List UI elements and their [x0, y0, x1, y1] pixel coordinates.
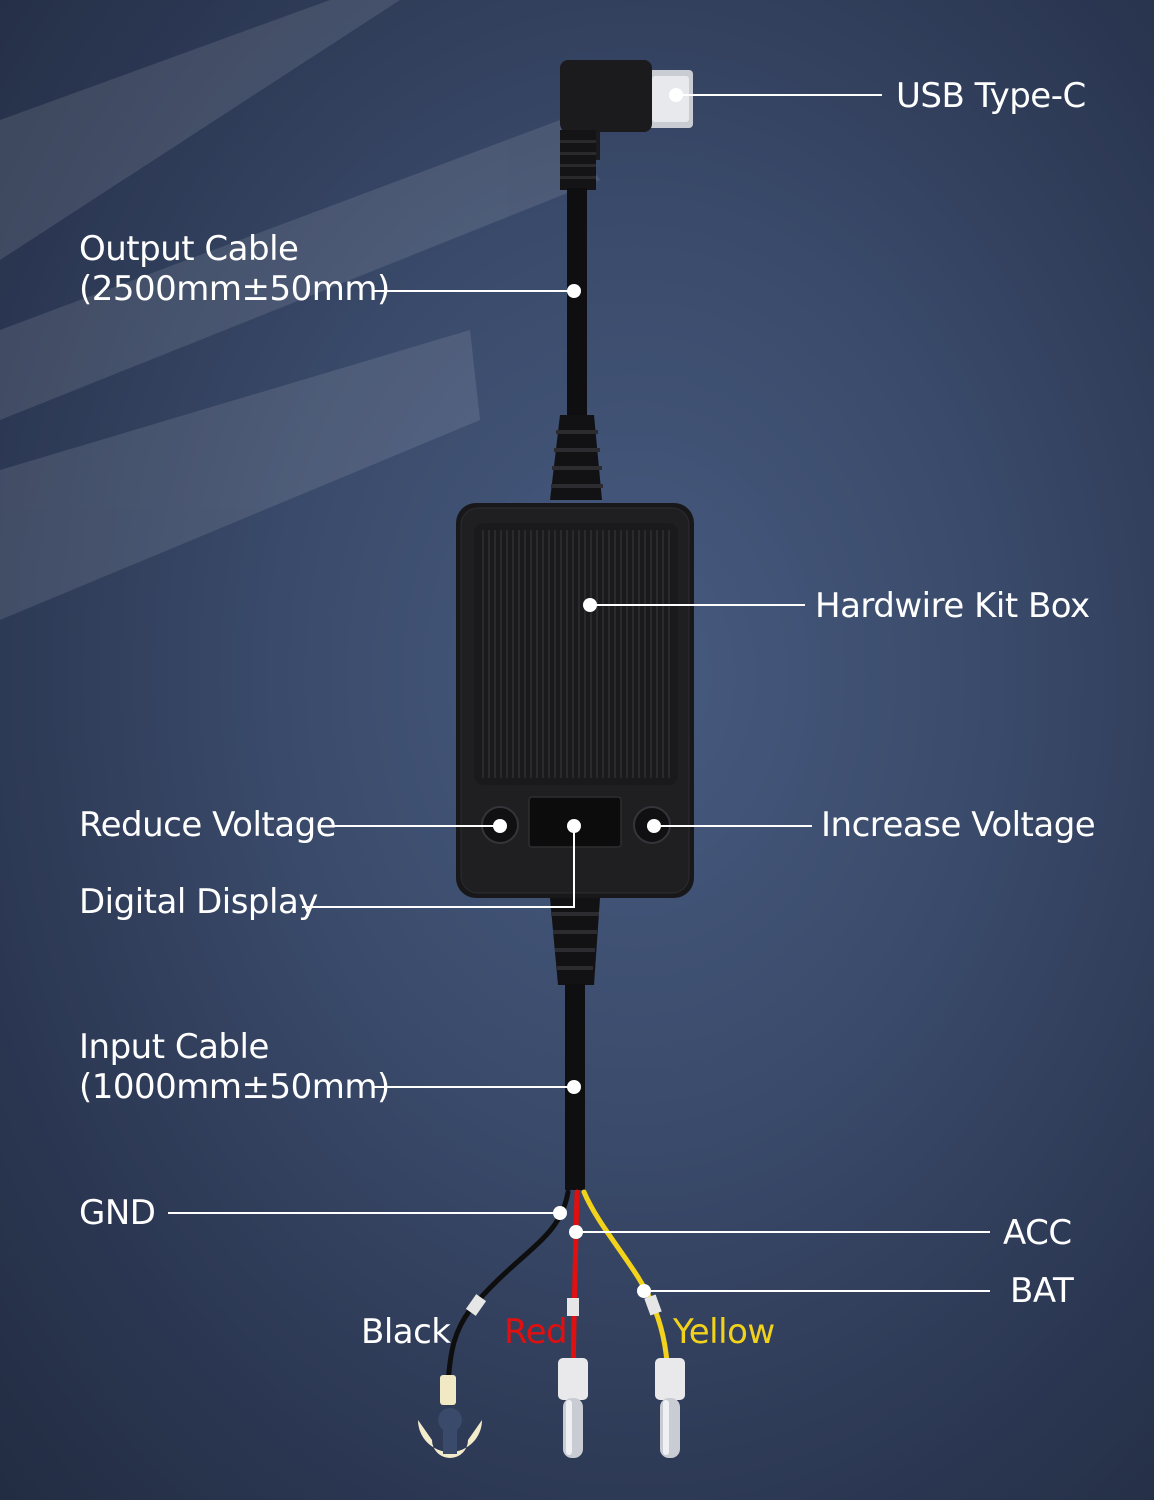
box-rib — [590, 530, 592, 778]
box-rib — [614, 530, 616, 778]
box-rib — [542, 530, 544, 778]
box-rib — [488, 530, 490, 778]
box-rib — [530, 530, 532, 778]
label-usb-type-c: USB Type-C — [896, 76, 1086, 116]
usb-type-c-connector — [560, 60, 693, 190]
label-acc: ACC — [1003, 1213, 1072, 1253]
background-light-reflection — [0, 0, 600, 620]
box-rib — [608, 530, 610, 778]
wire-markers — [465, 1294, 662, 1316]
box-rib — [566, 530, 568, 778]
box-rib — [644, 530, 646, 778]
box-rib — [662, 530, 664, 778]
label-input-cable-line1: Input Cable — [79, 1027, 269, 1067]
box-rib — [518, 530, 520, 778]
split-wires — [445, 1189, 671, 1388]
leader-lines — [168, 94, 990, 1292]
box-rib — [560, 530, 562, 778]
label-output-cable-line1: Output Cable — [79, 229, 299, 269]
fork-terminal — [418, 1375, 482, 1458]
box-rib — [572, 530, 574, 778]
yellow-wire — [581, 1189, 671, 1388]
box-rib — [638, 530, 640, 778]
box-rib — [494, 530, 496, 778]
label-gnd: GND — [79, 1193, 156, 1233]
box-rib — [500, 530, 502, 778]
box-rib — [584, 530, 586, 778]
box-rib — [578, 530, 580, 778]
box-rib — [506, 530, 508, 778]
box-rib — [554, 530, 556, 778]
label-output-cable-line2: (2500mm±50mm) — [79, 269, 390, 309]
box-rib — [596, 530, 598, 778]
label-input-cable-line2: (1000mm±50mm) — [79, 1067, 390, 1107]
label-hardwire-kit-box: Hardwire Kit Box — [815, 586, 1090, 626]
label-increase-voltage: Increase Voltage — [821, 805, 1096, 845]
bullet-terminal-red — [558, 1358, 588, 1458]
box-rib — [650, 530, 652, 778]
label-digital-display: Digital Display — [79, 882, 318, 922]
box-rib — [620, 530, 622, 778]
box-rib — [656, 530, 658, 778]
label-reduce-voltage: Reduce Voltage — [79, 805, 337, 845]
label-bat: BAT — [1010, 1271, 1074, 1311]
black-wire — [445, 1189, 571, 1388]
box-rib — [536, 530, 538, 778]
hardwire-kit-box — [456, 503, 694, 898]
output-cable — [567, 188, 587, 420]
leader-dots — [493, 88, 683, 1298]
red-wire — [570, 1189, 580, 1388]
box-rib — [548, 530, 550, 778]
box-rib — [632, 530, 634, 778]
label-wire-black: Black — [361, 1312, 451, 1352]
box-rib — [524, 530, 526, 778]
box-rib — [482, 530, 484, 778]
lower-strain-relief — [550, 898, 600, 985]
label-wire-red: Red — [504, 1312, 568, 1352]
upper-strain-relief — [550, 415, 603, 500]
bullet-terminal-yellow — [655, 1358, 685, 1458]
box-rib — [512, 530, 514, 778]
box-rib — [626, 530, 628, 778]
box-rib — [668, 530, 670, 778]
label-wire-yellow: Yellow — [673, 1312, 775, 1352]
box-rib — [602, 530, 604, 778]
